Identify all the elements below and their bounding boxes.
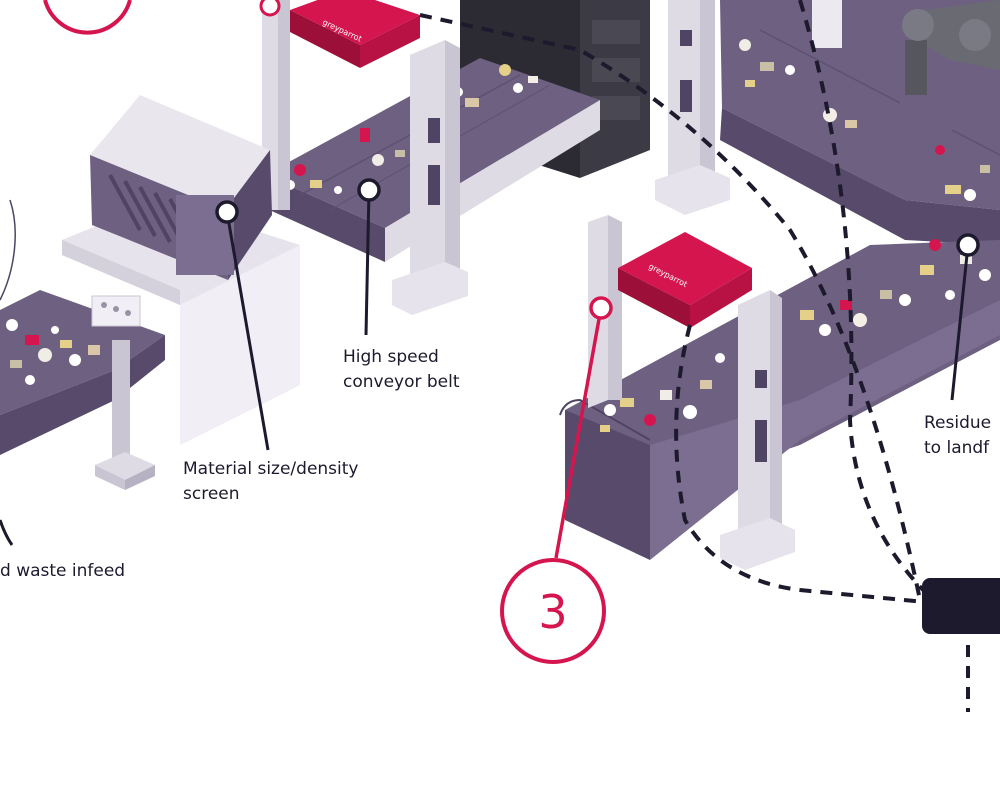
callout-high-speed-belt [357,178,381,336]
robot-arm [900,0,1000,130]
callout-infeed-stub [0,519,14,546]
step-number: 3 [538,585,567,639]
callout-size-density-screen [215,200,270,451]
step-marker-ring [500,558,606,664]
callout-residue [950,233,980,401]
support-pillar [812,0,842,48]
scanner-gantry-2: greyparrot [588,215,795,570]
front-conveyor [559,239,1000,560]
step-marker-ring-partial [43,0,132,35]
waste-infeed-conveyor [0,290,165,490]
scanner-gantry-1: greyparrot [262,0,468,315]
support-pillar-right [655,0,730,215]
data-connection-lines [419,0,970,712]
size-density-screen-machine [62,95,300,445]
callout-step-3: 3 [500,296,613,664]
callout-dot-top [259,0,281,17]
label-size-density-screen: Material size/density screen [183,459,359,504]
label-high-speed-belt: High speed conveyor belt [343,347,460,392]
back-right-conveyor [720,0,1000,245]
control-box [922,578,1000,634]
label-waste-infeed: d waste infeed [0,561,126,581]
label-residue: Residue to landf [924,413,992,458]
